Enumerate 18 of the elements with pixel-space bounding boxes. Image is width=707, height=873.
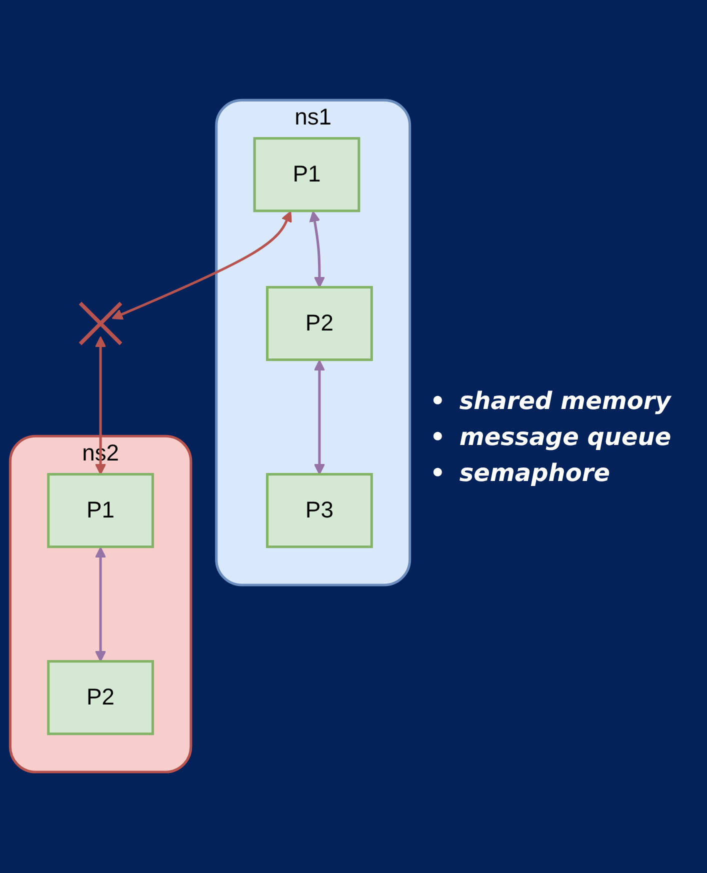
arrow — [112, 211, 292, 320]
node-box — [47, 473, 154, 548]
arrow — [314, 360, 326, 476]
cluster — [215, 99, 412, 587]
bullet: • — [430, 422, 446, 450]
arrow — [94, 336, 106, 476]
list-item-text: shared memory — [459, 386, 671, 414]
node-box — [266, 286, 373, 362]
bullet: • — [430, 458, 446, 486]
list-item-text: message queue — [459, 422, 672, 450]
node-box — [266, 473, 373, 548]
bullet: • — [430, 386, 446, 414]
arrow — [94, 547, 106, 662]
cluster — [8, 435, 192, 774]
arrow — [309, 211, 326, 288]
list-item-text: semaphore — [459, 458, 610, 486]
node-box — [47, 660, 154, 736]
node-box — [253, 137, 360, 213]
